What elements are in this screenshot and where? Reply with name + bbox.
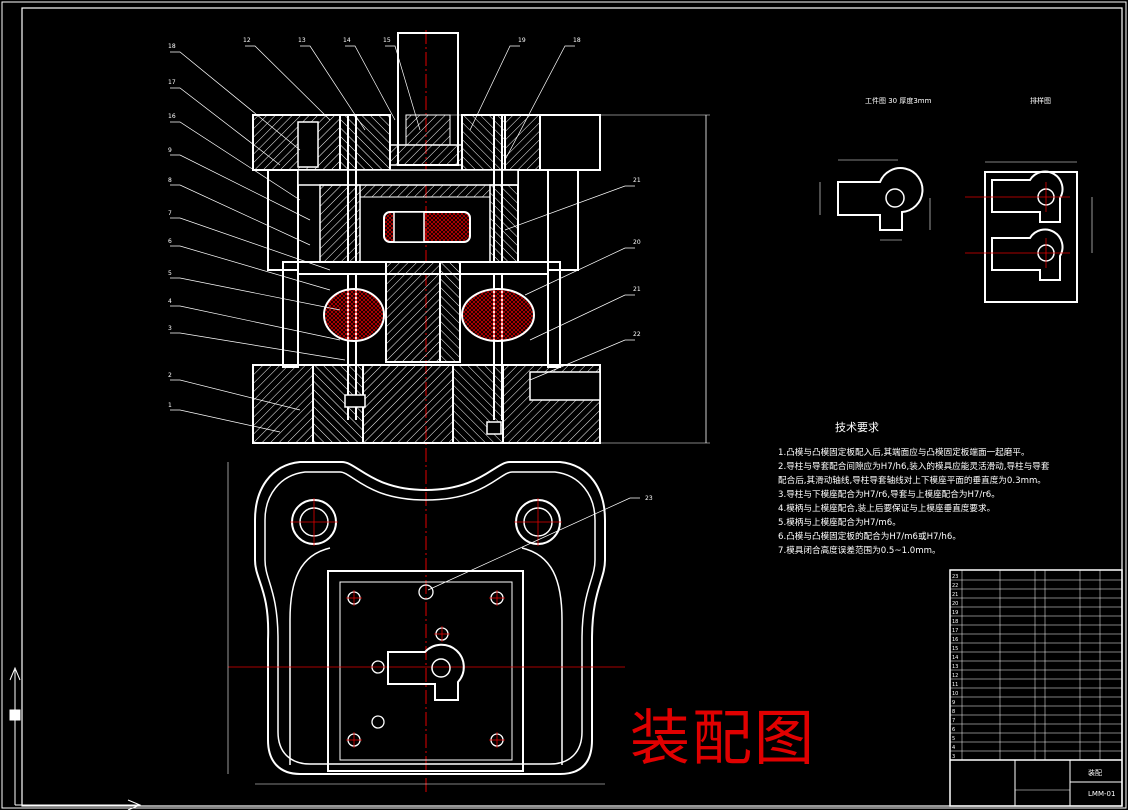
svg-text:20: 20 xyxy=(633,239,641,246)
ucs-axis-icon xyxy=(9,666,142,810)
svg-text:23: 23 xyxy=(952,574,958,580)
svg-text:8: 8 xyxy=(168,177,172,184)
svg-text:2: 2 xyxy=(168,372,172,379)
workpiece-view xyxy=(819,159,931,241)
svg-text:21: 21 xyxy=(633,177,641,184)
rubber-spring-right xyxy=(461,288,535,342)
svg-text:8: 8 xyxy=(952,709,955,715)
svg-text:1: 1 xyxy=(168,402,172,409)
svg-text:6: 6 xyxy=(168,238,172,245)
svg-text:20: 20 xyxy=(952,601,958,607)
lower-die-seat xyxy=(252,364,314,444)
svg-text:10: 10 xyxy=(952,691,958,697)
tech-note: 配合后,其滑动轴线,导柱导套轴线对上下模座平面的垂直度为0.3mm。 xyxy=(778,476,1046,486)
tech-note: 2.导柱与导套配合间隙应为H7/h6,装入的模具应能灵活滑动,导柱与导套 xyxy=(778,462,1050,472)
svg-text:9: 9 xyxy=(952,700,955,706)
svg-text:21: 21 xyxy=(952,592,958,598)
tech-note: 7.模具闭合高度误差范围为0.5~1.0mm。 xyxy=(778,546,941,556)
svg-text:21: 21 xyxy=(633,286,641,293)
svg-text:12: 12 xyxy=(952,673,958,679)
svg-text:22: 22 xyxy=(952,583,958,589)
bill-of-materials-text: 23 22 21 20 19 18 17 16 15 14 13 12 11 10 9 8 7 6 5 4… xyxy=(952,574,958,760)
assembly-drawing-title: 装配图 xyxy=(630,704,816,774)
guide-sleeve-left xyxy=(267,169,299,271)
svg-text:14: 14 xyxy=(952,655,958,661)
drawing-border-inner xyxy=(21,7,1123,807)
svg-text:5: 5 xyxy=(168,270,172,277)
svg-text:16: 16 xyxy=(952,637,958,643)
tech-note: 6.凸模与凸模固定板的配合为H7/m6或H7/h6。 xyxy=(778,532,961,542)
svg-text:22: 22 xyxy=(633,331,641,338)
svg-text:3: 3 xyxy=(168,325,172,332)
svg-text:23: 23 xyxy=(645,495,653,502)
svg-text:14: 14 xyxy=(343,37,351,44)
tech-note: 1.凸模与凸模固定板配入后,其端面应与凸模固定板端面一起磨平。 xyxy=(778,448,1030,458)
title-block-label: 装配 xyxy=(1088,769,1102,777)
svg-text:15: 15 xyxy=(383,37,391,44)
workpiece-view-title: 工件图 30 厚度3mm xyxy=(865,97,932,105)
punch xyxy=(385,261,441,363)
svg-text:13: 13 xyxy=(298,37,306,44)
tech-requirements-title: 技术要求 xyxy=(835,421,879,434)
svg-text:4: 4 xyxy=(952,745,955,751)
svg-text:13: 13 xyxy=(952,664,958,670)
bill-of-materials xyxy=(949,569,1123,807)
svg-text:18: 18 xyxy=(168,43,176,50)
svg-text:19: 19 xyxy=(952,610,958,616)
svg-text:11: 11 xyxy=(952,682,958,688)
svg-text:15: 15 xyxy=(952,646,958,652)
svg-text:6: 6 xyxy=(952,727,955,733)
svg-text:7: 7 xyxy=(168,210,172,217)
svg-text:12: 12 xyxy=(243,37,251,44)
svg-text:4: 4 xyxy=(168,298,172,305)
svg-text:18: 18 xyxy=(952,619,958,625)
svg-text:16: 16 xyxy=(168,113,176,120)
drawing-number: LMM-01 xyxy=(1088,790,1116,798)
tech-note: 3.导柱与下模座配合为H7/r6,导套与上模座配合为H7/r6。 xyxy=(778,490,1000,500)
svg-text:5: 5 xyxy=(952,736,955,742)
strip-layout-view xyxy=(965,161,1093,303)
svg-text:17: 17 xyxy=(168,79,176,86)
lower-die-seat-plan-outline xyxy=(254,461,606,775)
svg-text:18: 18 xyxy=(573,37,581,44)
svg-text:3: 3 xyxy=(952,754,955,760)
upper-die-seat xyxy=(252,114,341,171)
svg-text:7: 7 xyxy=(952,718,955,724)
rubber-spring-left xyxy=(323,288,385,342)
strip-view-title: 排样图 xyxy=(1030,97,1051,105)
svg-text:9: 9 xyxy=(168,147,172,154)
svg-text:19: 19 xyxy=(518,37,526,44)
svg-text:17: 17 xyxy=(952,628,958,634)
die-block-plan xyxy=(327,570,524,772)
die-plan-view: 23 xyxy=(227,461,653,785)
die-cavity-workpiece xyxy=(387,643,465,701)
tech-note: 5.模柄与上模座配合为H7/m6。 xyxy=(778,518,901,528)
tech-note: 4.模柄与上模座配合,装上后要保证与上模座垂直度要求。 xyxy=(778,504,996,514)
